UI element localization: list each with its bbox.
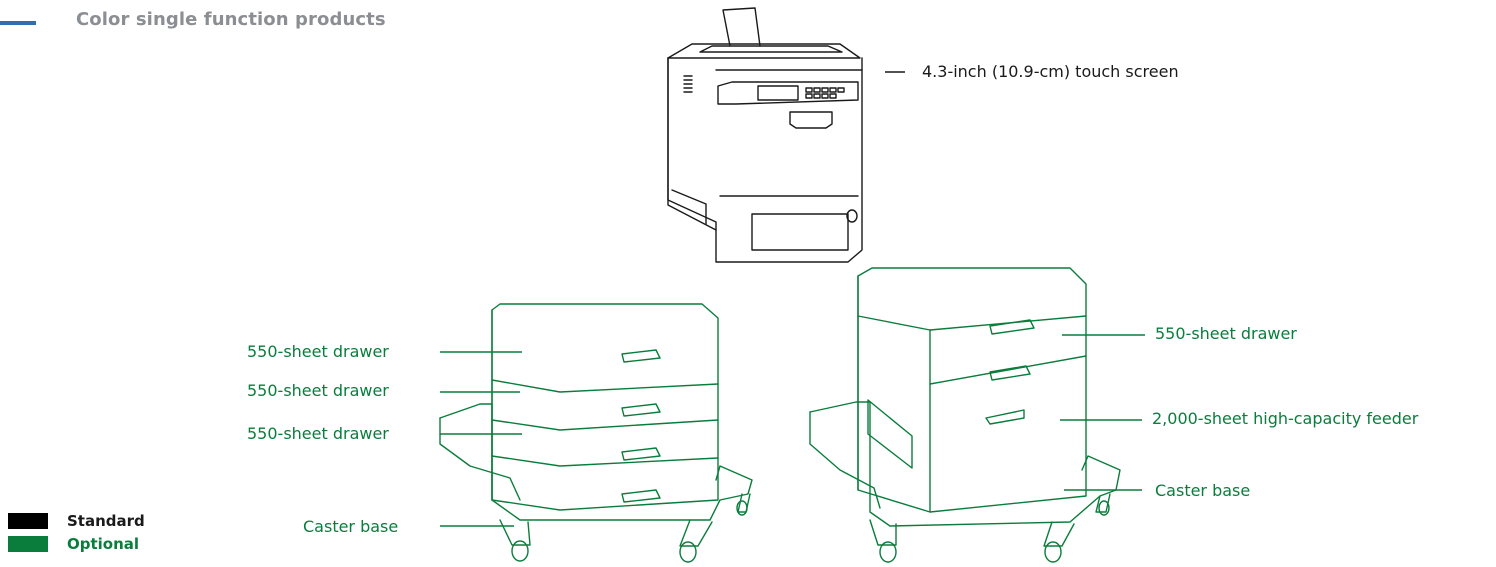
legend-optional: Optional	[8, 532, 145, 555]
standard-swatch	[8, 512, 48, 529]
right-stack-illustration	[809, 267, 1121, 563]
right-feeder-label: 2,000-sheet high-capacity feeder	[1152, 409, 1419, 428]
optional-label: Optional	[67, 534, 140, 553]
right-drawer-label: 550-sheet drawer	[1155, 324, 1297, 343]
left-drawer-2-label: 550-sheet drawer	[247, 381, 389, 400]
section-title: Color single function products	[76, 9, 386, 30]
header-accent-bar	[0, 21, 36, 25]
left-caster-label: Caster base	[303, 517, 399, 536]
left-drawer-3-label: 550-sheet drawer	[247, 424, 389, 443]
touch-screen-label: 4.3-inch (10.9-cm) touch screen	[922, 62, 1179, 81]
standard-label: Standard	[67, 511, 145, 530]
left-drawer-1-label: 550-sheet drawer	[247, 342, 389, 361]
printer-illustration	[667, 7, 863, 263]
legend-standard: Standard	[8, 509, 145, 532]
right-caster-label: Caster base	[1155, 481, 1251, 500]
optional-swatch	[8, 535, 48, 552]
left-stack-illustration	[439, 303, 753, 563]
legend: Standard Optional	[8, 509, 145, 555]
